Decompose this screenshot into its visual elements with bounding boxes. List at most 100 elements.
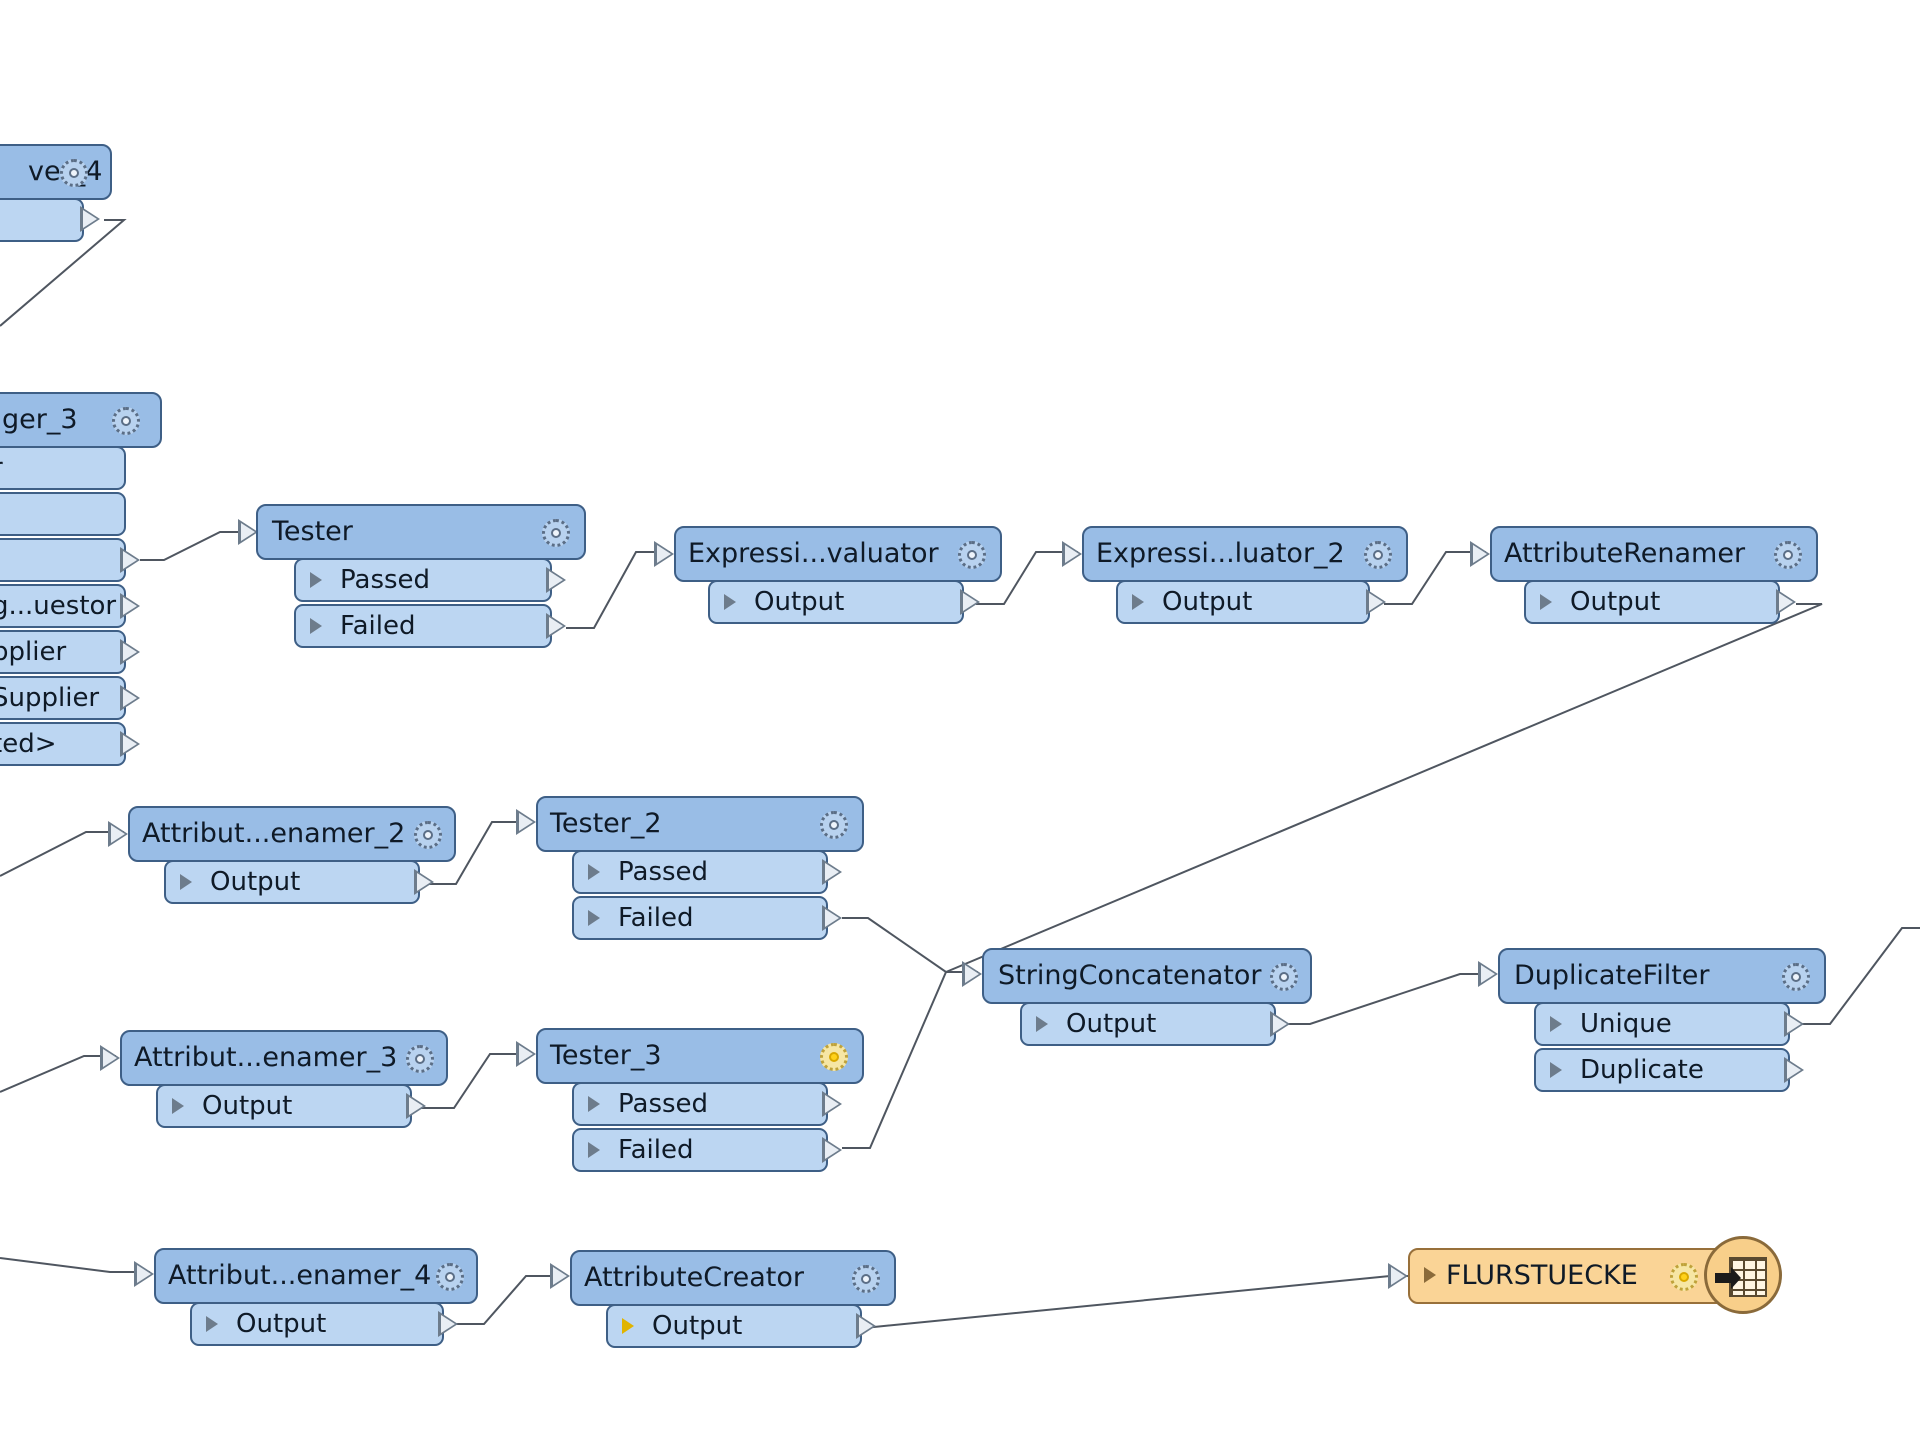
gear-icon[interactable] xyxy=(1270,963,1298,991)
output-port-failed[interactable]: Failed xyxy=(294,604,552,648)
output-port[interactable]: Output xyxy=(708,580,964,624)
output-connector-icon[interactable] xyxy=(1270,1011,1290,1037)
output-connector-icon[interactable] xyxy=(856,1313,876,1339)
input-connector-icon[interactable] xyxy=(100,1045,120,1071)
transformer-header[interactable]: DuplicateFilter xyxy=(1498,948,1826,1004)
output-connector-icon[interactable] xyxy=(822,1137,842,1163)
transformer-header[interactable]: Attribut...enamer_4 xyxy=(154,1248,478,1304)
output-connector-icon[interactable] xyxy=(120,593,140,619)
input-connector-icon[interactable] xyxy=(516,809,536,835)
output-port[interactable]: Output xyxy=(1116,580,1370,624)
input-connector-icon[interactable] xyxy=(1062,541,1082,567)
gear-icon[interactable] xyxy=(436,1263,464,1291)
output-port[interactable]: Output xyxy=(1524,580,1780,624)
input-connector-icon[interactable] xyxy=(1388,1263,1408,1289)
output-port-3[interactable]: g...uestor xyxy=(0,584,126,628)
gear-icon[interactable] xyxy=(1364,541,1392,569)
transformer-header[interactable]: ger_3 xyxy=(0,392,162,448)
output-port-failed[interactable]: Failed xyxy=(572,896,828,940)
link-concat-dupfilter[interactable] xyxy=(1280,973,1494,1025)
output-connector-icon[interactable] xyxy=(1784,1011,1804,1037)
output-connector-icon[interactable] xyxy=(120,639,140,665)
gear-icon[interactable] xyxy=(852,1265,880,1293)
transformer-header[interactable]: Expressi...luator_2 xyxy=(1082,526,1408,582)
output-port[interactable]: Output xyxy=(1020,1002,1276,1046)
link-in-renamer4[interactable] xyxy=(0,1257,150,1273)
link-creator-writer[interactable] xyxy=(863,1275,1416,1329)
output-port-passed[interactable]: Passed xyxy=(572,1082,828,1126)
output-port-duplicate[interactable]: Duplicate xyxy=(1534,1048,1790,1092)
port-arrow-icon xyxy=(1424,1266,1436,1283)
input-connector-icon[interactable] xyxy=(1470,541,1490,567)
output-connector-icon[interactable] xyxy=(546,567,566,593)
input-connector-icon[interactable] xyxy=(654,541,674,567)
output-port[interactable]: Output xyxy=(606,1304,862,1348)
gear-icon[interactable] xyxy=(820,811,848,839)
output-port-1[interactable] xyxy=(0,492,126,536)
link-tester2-failed-concat[interactable] xyxy=(842,917,978,973)
transformer-header[interactable]: Expressi...valuator xyxy=(674,526,1002,582)
transformer-header[interactable]: Tester_3 xyxy=(536,1028,864,1084)
output-connector-icon[interactable] xyxy=(1776,589,1796,615)
input-connector-icon[interactable] xyxy=(238,519,258,545)
output-connector-icon[interactable] xyxy=(414,869,434,895)
table-writer-icon[interactable] xyxy=(1704,1236,1782,1314)
output-connector-icon[interactable] xyxy=(822,1091,842,1117)
output-port-passed[interactable]: Passed xyxy=(572,850,828,894)
gear-icon[interactable] xyxy=(958,541,986,569)
output-port-0[interactable]: r xyxy=(0,446,126,490)
output-port-failed[interactable]: Failed xyxy=(572,1128,828,1172)
output-connector-icon[interactable] xyxy=(120,547,140,573)
sun-gear-icon[interactable] xyxy=(820,1043,848,1071)
output-port-passed[interactable]: Passed xyxy=(294,558,552,602)
output-connector-icon[interactable] xyxy=(1784,1057,1804,1083)
transformer-header[interactable]: Tester_2 xyxy=(536,796,864,852)
output-connector-icon[interactable] xyxy=(438,1311,458,1337)
output-port[interactable]: Output xyxy=(190,1302,444,1346)
output-port-2[interactable]: l xyxy=(0,538,126,582)
input-connector-icon[interactable] xyxy=(550,1263,570,1289)
output-port[interactable]: Output xyxy=(156,1084,412,1128)
transformer-header[interactable]: StringConcatenator xyxy=(982,948,1312,1004)
output-connector-icon[interactable] xyxy=(1366,589,1386,615)
gear-icon[interactable] xyxy=(1782,963,1810,991)
output-connector-icon[interactable] xyxy=(822,905,842,931)
output-connector-icon[interactable] xyxy=(80,206,100,232)
output-port-6[interactable]: ted> xyxy=(0,722,126,766)
transformer-header[interactable]: Tester xyxy=(256,504,586,560)
writer-header[interactable]: FLURSTUECKE xyxy=(1408,1248,1728,1304)
input-connector-icon[interactable] xyxy=(962,961,982,987)
transformer-header[interactable]: Attribut...enamer_3 xyxy=(120,1030,448,1086)
output-connector-icon[interactable] xyxy=(960,589,980,615)
output-port-unique[interactable]: Unique xyxy=(1534,1002,1790,1046)
output-port-5[interactable]: Supplier xyxy=(0,676,126,720)
output-port-4[interactable]: pplier xyxy=(0,630,126,674)
gear-icon[interactable] xyxy=(406,1045,434,1073)
transformer-header[interactable]: AttributeRenamer xyxy=(1490,526,1818,582)
link-in-renamer2[interactable] xyxy=(0,831,124,877)
output-connector-icon[interactable] xyxy=(120,685,140,711)
output-connector-icon[interactable] xyxy=(120,731,140,757)
input-connector-icon[interactable] xyxy=(1478,961,1498,987)
transformer-header[interactable]: ver_4 xyxy=(0,144,112,200)
gear-icon[interactable] xyxy=(60,159,88,187)
link-merger3-tester[interactable] xyxy=(140,531,252,561)
transformer-header[interactable]: Attribut...enamer_2 xyxy=(128,806,456,862)
gear-icon[interactable] xyxy=(1774,541,1802,569)
gear-icon[interactable] xyxy=(414,821,442,849)
input-connector-icon[interactable] xyxy=(134,1261,154,1287)
gear-icon[interactable] xyxy=(112,407,140,435)
output-connector-icon[interactable] xyxy=(406,1093,426,1119)
input-connector-icon[interactable] xyxy=(516,1041,536,1067)
transformer-header[interactable]: AttributeCreator xyxy=(570,1250,896,1306)
sun-gear-icon[interactable] xyxy=(1670,1263,1698,1291)
output-connector-icon[interactable] xyxy=(546,613,566,639)
output-port[interactable]: Output xyxy=(164,860,420,904)
link-in-renamer3[interactable] xyxy=(0,1055,116,1093)
output-connector-icon[interactable] xyxy=(822,859,842,885)
output-port[interactable] xyxy=(0,198,84,242)
input-connector-icon[interactable] xyxy=(108,821,128,847)
gear-icon[interactable] xyxy=(542,519,570,547)
link-renamer-out[interactable] xyxy=(945,603,1823,973)
